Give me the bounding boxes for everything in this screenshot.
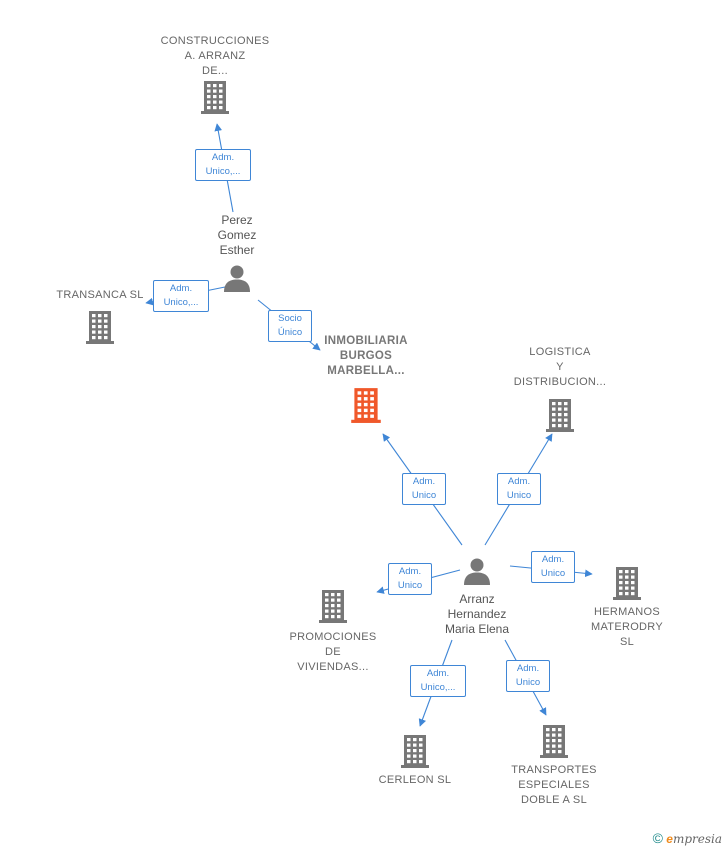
building-icon: [401, 735, 429, 768]
edge-label-construcciones[interactable]: Adm. Unico,...: [195, 149, 251, 181]
node-label: LOGISTICA Y DISTRIBUCION...: [513, 346, 607, 388]
node-label: Arranz Hernandez Maria Elena: [444, 592, 510, 636]
edge-label-transportes[interactable]: Adm. Unico: [506, 660, 550, 692]
brand-logo-text: mpresia: [672, 832, 722, 846]
person-icon: [464, 558, 490, 585]
node-label: TRANSANCA SL: [56, 289, 144, 301]
edge-label-promociones[interactable]: Adm. Unico: [388, 563, 432, 595]
node-label: PROMOCIONES DE VIVIENDAS...: [289, 631, 377, 673]
node-label: CONSTRUCCIONES A. ARRANZ DE...: [160, 35, 270, 77]
edge-label-logistica[interactable]: Adm. Unico: [497, 473, 541, 505]
node-label: Perez Gomez Esther: [217, 213, 257, 257]
node-cerleon[interactable]: CERLEON SL: [360, 733, 470, 788]
edge-label-hermanos[interactable]: Adm. Unico: [531, 551, 575, 583]
building-icon: [319, 590, 347, 623]
node-inmobiliaria[interactable]: INMOBILIARIA BURGOS MARBELLA...: [303, 334, 429, 424]
edge-label-transanca[interactable]: Adm. Unico,...: [153, 280, 209, 312]
building-icon: [86, 311, 114, 344]
node-label: TRANSPORTES ESPECIALES DOBLE A SL: [511, 764, 597, 806]
node-promociones[interactable]: PROMOCIONES DE VIVIENDAS...: [273, 588, 393, 675]
building-icon: [613, 567, 641, 600]
node-arranz[interactable]: Arranz Hernandez Maria Elena: [432, 556, 522, 637]
node-hermanos[interactable]: HERMANOS MATERODRY SL: [572, 565, 682, 650]
node-construcciones[interactable]: CONSTRUCCIONES A. ARRANZ DE...: [150, 34, 280, 115]
person-icon: [224, 265, 250, 292]
node-perez[interactable]: Perez Gomez Esther: [195, 213, 279, 293]
building-icon: [351, 388, 381, 423]
footer-copyright: © empresia: [653, 830, 722, 846]
node-label: INMOBILIARIA BURGOS MARBELLA...: [324, 335, 408, 377]
building-icon: [201, 81, 229, 114]
node-transportes[interactable]: TRANSPORTES ESPECIALES DOBLE A SL: [494, 723, 614, 808]
edge-label-cerleon[interactable]: Adm. Unico,...: [410, 665, 466, 697]
copyright-icon: ©: [652, 830, 663, 846]
node-logistica[interactable]: LOGISTICA Y DISTRIBUCION...: [500, 345, 620, 433]
edge-label-inmobiliaria-arranz[interactable]: Adm. Unico: [402, 473, 446, 505]
building-icon: [546, 399, 574, 432]
node-label: HERMANOS MATERODRY SL: [591, 606, 663, 648]
edge-label-inmobiliaria-perez[interactable]: Socio Único: [268, 310, 312, 342]
building-icon: [540, 725, 568, 758]
node-label: CERLEON SL: [378, 774, 452, 786]
node-transanca[interactable]: TRANSANCA SL: [50, 288, 150, 345]
brand-logo-initial: e: [666, 832, 673, 846]
